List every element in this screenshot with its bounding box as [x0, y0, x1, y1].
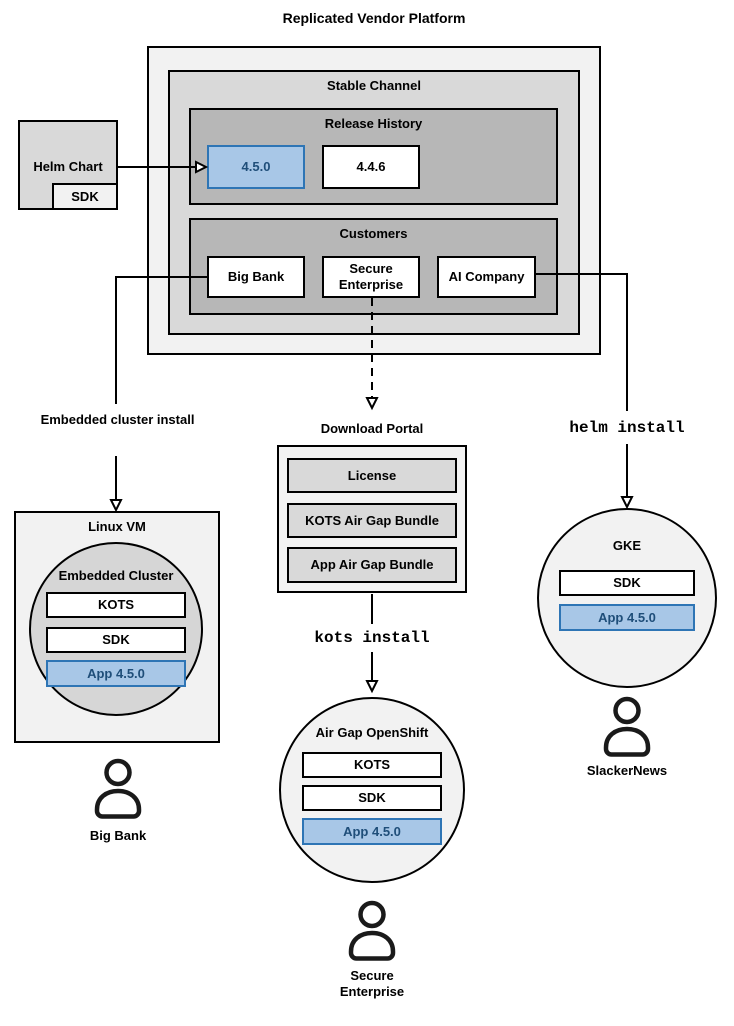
user-label-secure-enterprise: Secure Enterprise — [339, 968, 405, 1000]
customers-label: Customers — [339, 226, 408, 241]
stable-channel-label: Stable Channel — [327, 78, 421, 93]
user-label-big-bank: Big Bank — [89, 828, 147, 843]
openshift-label: Air Gap OpenShift — [315, 725, 429, 740]
user-icon — [603, 696, 651, 757]
portal-item-app-airgap-bundle: App Air Gap Bundle — [287, 547, 457, 583]
release-4-4-6: 4.4.6 — [322, 145, 420, 189]
embedded-cluster-kots-box: KOTS — [46, 592, 186, 618]
release-history-label: Release History — [324, 116, 423, 131]
release-4-5-0: 4.5.0 — [207, 145, 305, 189]
diagram-title: Replicated Vendor Platform — [282, 10, 466, 26]
openshift-kots-box: KOTS — [302, 752, 442, 778]
user-icon — [94, 758, 142, 819]
label-helm-install: helm install — [569, 419, 685, 437]
gke-circle — [537, 508, 717, 688]
embedded-cluster-sdk-box: SDK — [46, 627, 186, 653]
portal-item-license: License — [287, 458, 457, 493]
user-icon — [348, 900, 396, 961]
download-portal-label: Download Portal — [320, 421, 424, 436]
user-label-slackernews: SlackerNews — [586, 763, 668, 778]
linux-vm-label: Linux VM — [88, 519, 146, 534]
embedded-cluster-app-box: App 4.5.0 — [46, 660, 186, 687]
portal-item-kots-airgap-bundle: KOTS Air Gap Bundle — [287, 503, 457, 538]
openshift-sdk-box: SDK — [302, 785, 442, 811]
customer-ai-company: AI Company — [437, 256, 536, 298]
customer-big-bank: Big Bank — [207, 256, 305, 298]
gke-sdk-box: SDK — [559, 570, 695, 596]
helm-chart-label: Helm Chart — [33, 159, 103, 174]
customer-secure-enterprise: Secure Enterprise — [322, 256, 420, 298]
label-kots-install: kots install — [314, 629, 430, 647]
gke-app-box: App 4.5.0 — [559, 604, 695, 631]
embedded-cluster-label: Embedded Cluster — [58, 568, 174, 583]
openshift-app-box: App 4.5.0 — [302, 818, 442, 845]
helm-chart-sdk-box: SDK — [52, 183, 118, 210]
label-embedded-cluster-install: Embedded cluster install — [40, 412, 195, 427]
gke-label: GKE — [612, 538, 642, 553]
